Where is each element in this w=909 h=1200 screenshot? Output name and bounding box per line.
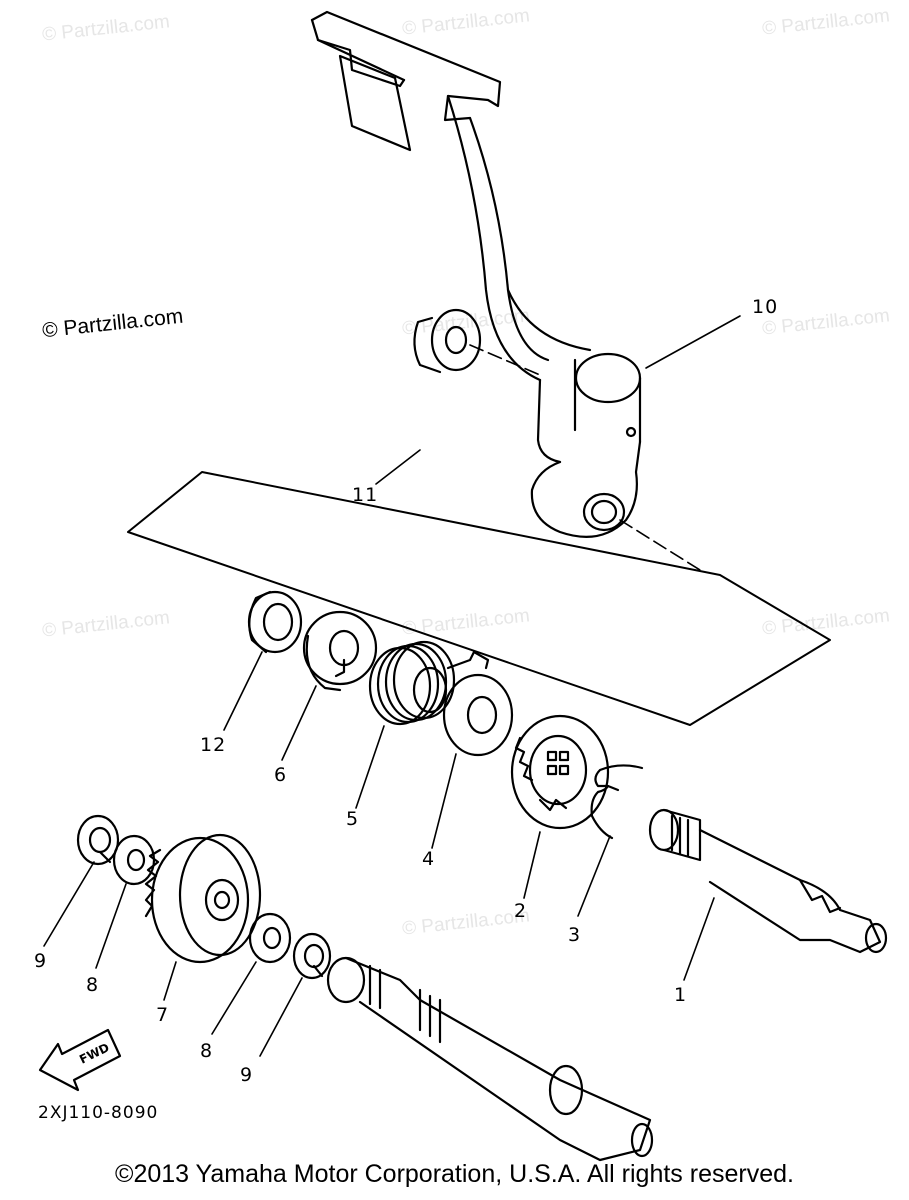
spring-clip-part[interactable] [590, 764, 644, 840]
oil-seal-part[interactable] [247, 590, 303, 654]
washer-part[interactable] [112, 834, 156, 886]
ratchet-gear-part[interactable] [510, 714, 610, 830]
callout-5: 5 [346, 808, 360, 830]
circlip-part[interactable] [76, 814, 120, 866]
fwd-arrow-icon [38, 1028, 122, 1092]
leader-lines [43, 315, 741, 1057]
kick-pedal-part[interactable] [310, 10, 642, 538]
callout-6: 6 [274, 764, 288, 786]
washer-part[interactable] [442, 673, 514, 757]
callout-8: 8 [86, 974, 100, 996]
assembly-outline [127, 471, 831, 726]
torsion-spring-part[interactable] [368, 640, 490, 726]
callout-3: 3 [568, 924, 582, 946]
callout-11: 11 [352, 484, 379, 506]
axis-line [469, 344, 541, 376]
callout-2: 2 [514, 900, 528, 922]
callout-12: 12 [200, 734, 227, 756]
main-shaft-part[interactable] [326, 956, 654, 1162]
callout-7: 7 [156, 1004, 170, 1026]
callout-1: 1 [674, 984, 688, 1006]
diagram-code: 2XJ110-8090 [38, 1103, 159, 1123]
spring-guide-part[interactable] [302, 610, 378, 692]
idle-gear-part[interactable] [144, 833, 262, 964]
callout-9: 9 [240, 1064, 254, 1086]
callout-10: 10 [752, 296, 779, 318]
collar-part[interactable] [413, 308, 482, 374]
callout-9: 9 [34, 950, 48, 972]
copyright-notice: ©2013 Yamaha Motor Corporation, U.S.A. A… [115, 1160, 794, 1188]
axis-line [619, 519, 701, 571]
washer-part[interactable] [248, 912, 292, 964]
circlip-part[interactable] [292, 932, 332, 980]
callout-4: 4 [422, 848, 436, 870]
callout-8: 8 [200, 1040, 214, 1062]
kick-axle-part[interactable] [648, 808, 888, 954]
